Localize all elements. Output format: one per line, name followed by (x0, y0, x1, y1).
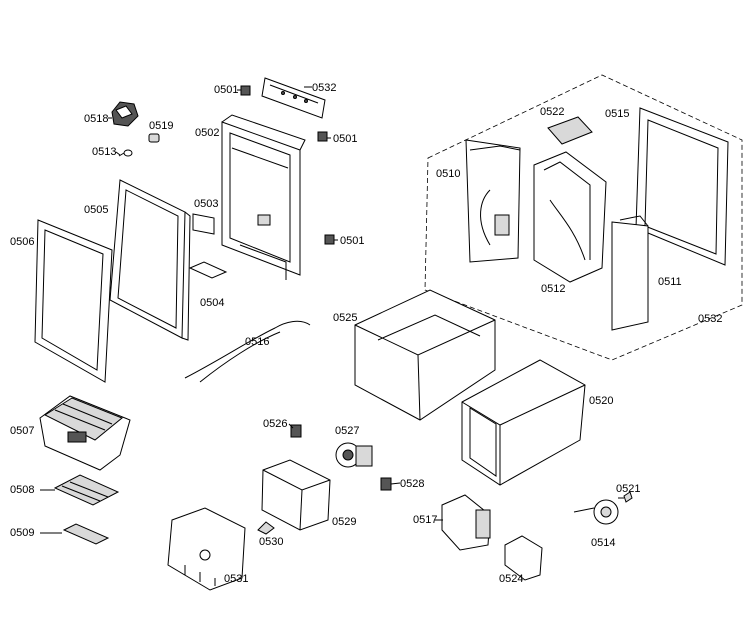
label-0501-b: 0501 (333, 133, 358, 145)
label-0508: 0508 (10, 484, 35, 496)
part-0502-housing (221, 114, 306, 280)
part-0508-grille (53, 474, 120, 506)
part-0529-motorbox (261, 459, 331, 531)
label-0503: 0503 (194, 198, 219, 210)
part-0530-bracket (257, 521, 275, 535)
label-0511: 0511 (658, 276, 682, 288)
part-0516-wire (184, 320, 311, 379)
part-0526-switch (290, 424, 302, 438)
label-0525: 0525 (333, 312, 358, 324)
part-0509-tray (62, 523, 110, 545)
label-0532-a: 0532 (312, 82, 337, 94)
label-0526: 0526 (263, 418, 288, 430)
part-0506-frame (34, 219, 113, 383)
label-0512: 0512 (541, 283, 566, 295)
part-0519-fitting (148, 133, 160, 143)
label-0516: 0516 (245, 336, 270, 348)
part-0511-plate (611, 215, 649, 331)
label-0509: 0509 (10, 527, 35, 539)
part-0517-motor (441, 494, 491, 551)
label-0532-b: 0532 (698, 313, 723, 325)
label-0517: 0517 (413, 514, 438, 526)
part-0515-panel (635, 107, 729, 266)
label-0507: 0507 (10, 425, 35, 437)
label-0505: 0505 (84, 204, 109, 216)
part-0521-screw (623, 491, 633, 503)
label-0504: 0504 (200, 297, 225, 309)
label-0524: 0524 (499, 573, 524, 585)
part-0532-board (261, 77, 326, 119)
part-0501-clip-a (240, 85, 251, 96)
part-0512-evaporator (533, 151, 607, 283)
label-0527: 0527 (335, 425, 360, 437)
part-0531-cover (167, 507, 246, 591)
part-0527-pump (335, 442, 373, 468)
label-0519: 0519 (149, 120, 174, 132)
label-0510: 0510 (436, 168, 461, 180)
label-0502: 0502 (195, 127, 220, 139)
part-0510-duct (465, 139, 521, 263)
part-0525-liner (354, 289, 496, 421)
part-0522-cap (547, 116, 593, 145)
label-0518: 0518 (84, 113, 109, 125)
part-0518-motor (111, 101, 139, 127)
part-0503-plate (192, 213, 215, 235)
part-0520-icebox (461, 359, 586, 486)
label-0528: 0528 (400, 478, 425, 490)
label-0522: 0522 (540, 106, 565, 118)
label-0515: 0515 (605, 108, 630, 120)
part-0524-bracket (504, 535, 543, 581)
label-0521: 0521 (616, 483, 641, 495)
label-0513: 0513 (92, 146, 117, 158)
label-0501-a: 0501 (214, 84, 239, 96)
leader-lines (40, 86, 624, 534)
label-0514: 0514 (591, 537, 616, 549)
assembly-boundary (424, 74, 743, 361)
label-0530: 0530 (259, 536, 284, 548)
part-0507-bucket (39, 395, 131, 471)
part-0513-lamp (118, 149, 133, 157)
part-0501-clip-b (317, 131, 328, 142)
label-0506: 0506 (10, 236, 35, 248)
part-0501-clip-c (324, 234, 335, 245)
label-0520: 0520 (589, 395, 614, 407)
part-0528-switch (380, 477, 392, 491)
label-0531: 0531 (224, 573, 249, 585)
part-0514-motor (573, 499, 619, 525)
part-0504-plate (188, 261, 228, 279)
label-0529: 0529 (332, 516, 357, 528)
part-0505-cover (109, 179, 191, 341)
label-0501-c: 0501 (340, 235, 365, 247)
